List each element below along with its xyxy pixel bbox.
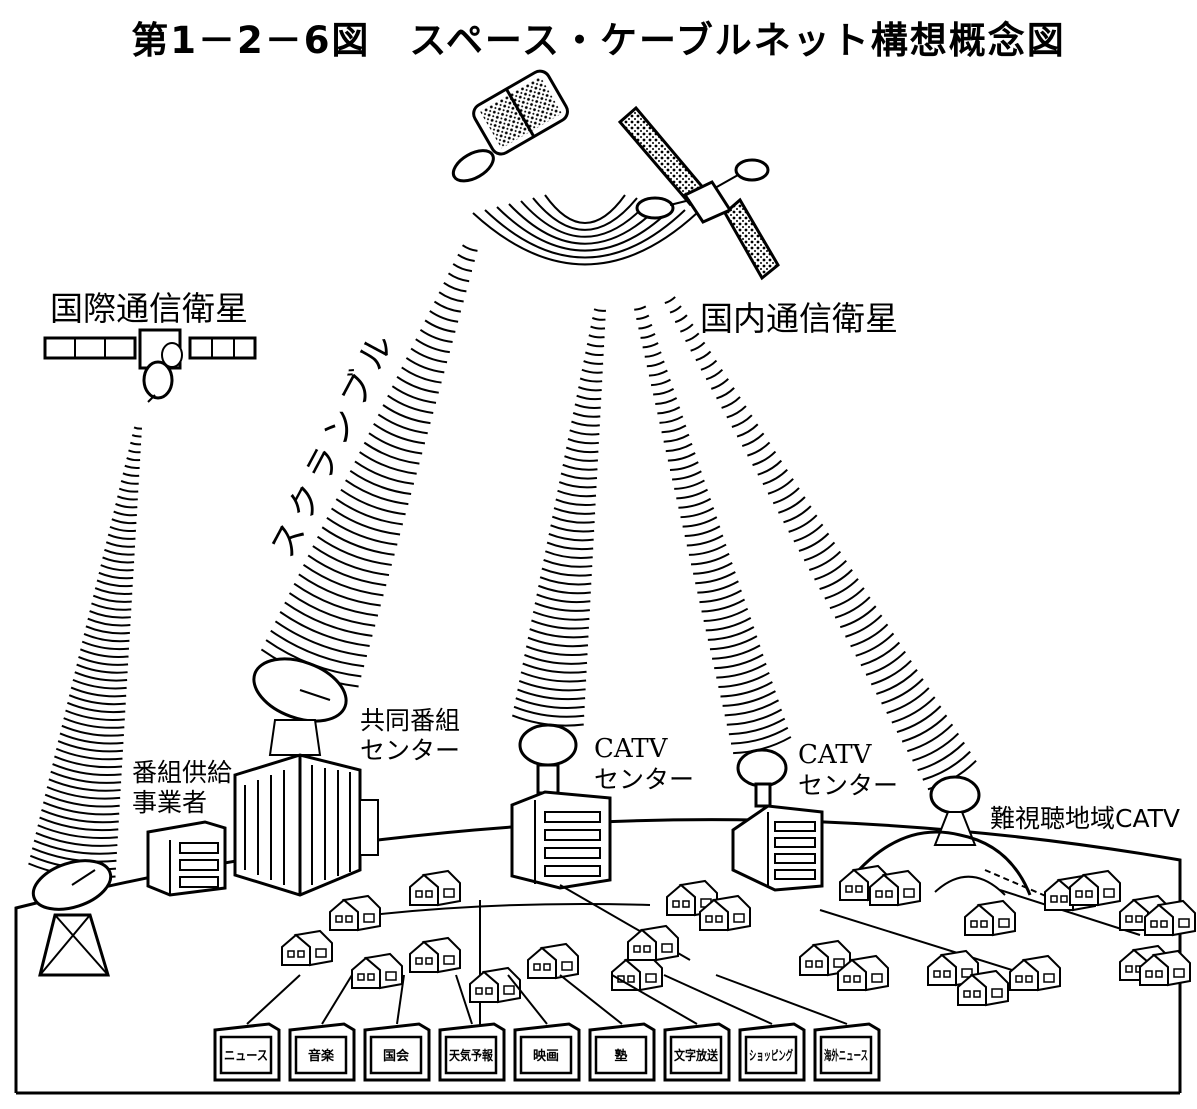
intl-satellite-label: 国際通信衛星 — [50, 289, 248, 328]
intl-uplink-beam — [28, 426, 143, 879]
news-tile: ニュース — [213, 974, 301, 1082]
catv-center-b-label-2: センター — [798, 771, 899, 800]
house-icon — [627, 924, 679, 962]
house-icon — [869, 869, 921, 907]
program-supplier-building-icon — [146, 820, 227, 897]
catv-center-a-building-icon — [510, 723, 612, 890]
channel-line — [455, 974, 473, 1025]
domestic-satellite-label: 国内通信衛星 — [700, 299, 898, 338]
house-icon — [1139, 949, 1191, 987]
channel-tile-label: 国会 — [383, 1048, 410, 1064]
house-icon — [927, 949, 979, 987]
music-tile: 音楽 — [288, 974, 356, 1082]
joint-program-center-label-2: センター — [360, 736, 461, 765]
channel-tile-label: ショッピング — [749, 1048, 793, 1064]
house-icon — [409, 869, 461, 907]
domestic-satellite-2-icon — [617, 105, 780, 281]
house-icon — [1144, 899, 1196, 937]
overseas-news-tile: 海外ニュース — [715, 974, 881, 1082]
channel-line — [396, 974, 405, 1025]
scramble-char: ル — [351, 327, 402, 376]
house-icon — [527, 942, 579, 980]
hard-to-receive-beam — [664, 296, 977, 791]
program-supplier-label-1: 番組供給 — [132, 758, 233, 787]
channel-tile-label: 映画 — [533, 1048, 559, 1064]
cram-school-tile: 塾 — [559, 974, 656, 1082]
houses — [281, 864, 1196, 1007]
house-icon — [409, 936, 461, 974]
catv-center-a-label-1: CATV — [594, 734, 668, 764]
channel-line — [321, 974, 353, 1025]
hard-to-receive-catv-label: 難視聴地域CATV — [990, 804, 1180, 833]
movie-tile: 映画 — [507, 974, 581, 1082]
channel-tiles: ニュース 音楽 国会 天気予報 映画 塾 文字放送 ショッピング 海外ニュース — [213, 974, 881, 1082]
house-icon — [957, 969, 1009, 1007]
channel-line — [663, 974, 773, 1025]
program-supplier-label-2: 事業者 — [132, 788, 208, 817]
house-icon — [837, 954, 889, 992]
catv-a-beam — [511, 308, 607, 727]
channel-line — [559, 974, 623, 1025]
teletext-tile: 文字放送 — [611, 974, 731, 1082]
channel-tile-label: 文字放送 — [674, 1048, 719, 1064]
domestic-satellite-1-icon — [451, 69, 569, 183]
house-icon — [1069, 869, 1121, 907]
house-icon — [699, 894, 751, 932]
channel-line — [715, 974, 848, 1025]
house-icon — [469, 966, 521, 1004]
channel-tile-label: 海外ニュース — [824, 1048, 868, 1064]
shopping-tile: ショッピング — [663, 974, 806, 1082]
joint-program-center-label-1: 共同番組 — [360, 706, 461, 735]
house-icon — [1009, 954, 1061, 992]
signal-beams — [28, 194, 977, 879]
house-icon — [799, 939, 851, 977]
house-icon — [611, 954, 663, 992]
joint-program-center-building-icon — [233, 657, 379, 897]
diet-tile: 国会 — [363, 974, 431, 1082]
house-icon — [351, 952, 403, 990]
house-icon — [281, 929, 333, 967]
catv-center-b-label-1: CATV — [798, 740, 872, 770]
channel-line — [611, 974, 698, 1025]
channel-tile-label: 音楽 — [308, 1048, 335, 1064]
channel-tile-label: 天気予報 — [449, 1048, 494, 1064]
weather-tile: 天気予報 — [438, 974, 506, 1082]
hard-to-receive-area-icon — [848, 775, 1056, 901]
channel-line — [507, 974, 548, 1025]
channel-line — [246, 974, 301, 1025]
catv-center-b-building-icon — [731, 748, 824, 892]
catv-b-beam — [634, 305, 792, 755]
satellite-arcs — [472, 194, 698, 266]
scramble-beam — [260, 244, 478, 688]
house-icon — [329, 894, 381, 932]
intl-satellite-icon — [43, 328, 257, 403]
house-icon — [964, 899, 1016, 937]
figure-title: 第1－2－6図 スペース・ケーブルネット構想概念図 — [131, 19, 1066, 62]
ground-station-dish-icon — [31, 859, 113, 977]
channel-tile-label: ニュース — [224, 1049, 268, 1064]
channel-tile-label: 塾 — [614, 1048, 627, 1064]
catv-center-a-label-2: センター — [594, 765, 695, 794]
